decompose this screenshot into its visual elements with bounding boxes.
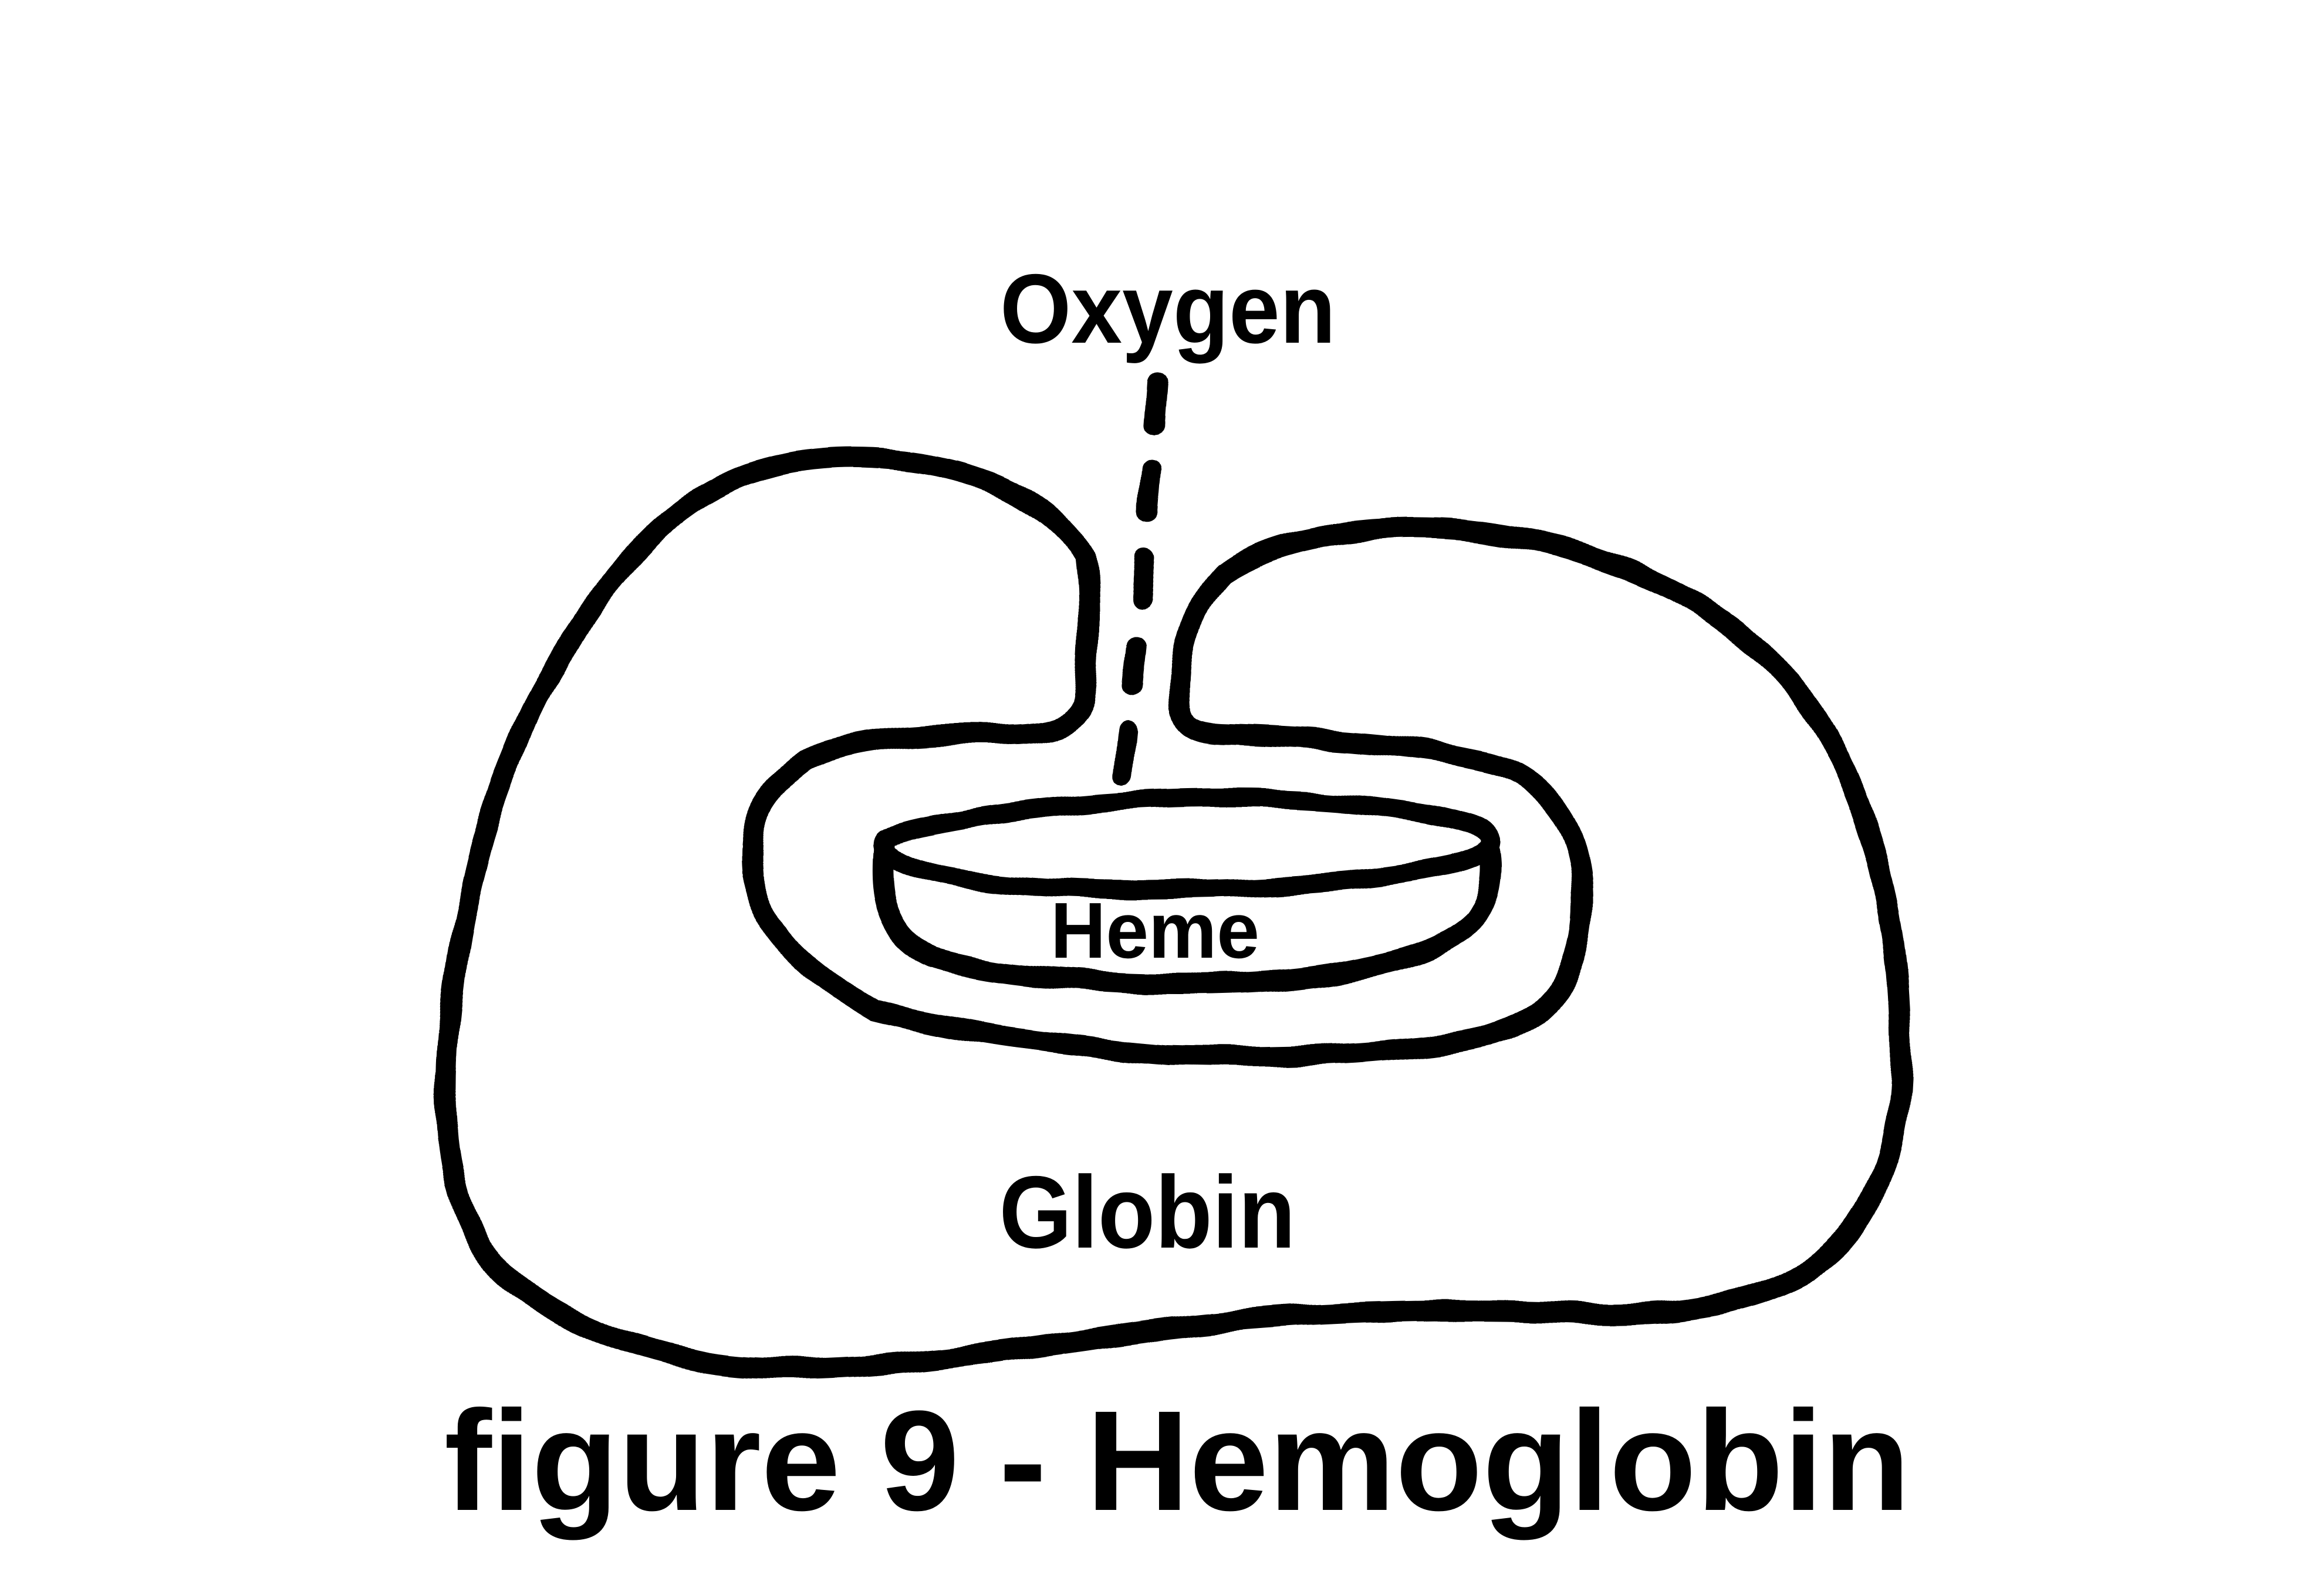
- globin-label: Globin: [999, 1155, 1296, 1270]
- heme-disc-side: [872, 834, 1503, 995]
- globin-outline: [435, 446, 1911, 1379]
- figure-caption: figure 9 - Hemoglobin: [444, 1381, 1910, 1540]
- oxygen-dashed-arrow-icon: [1112, 373, 1168, 801]
- diagram-labels-group: Oxygen Heme Globin figure 9 - Hemoglobin: [444, 254, 1910, 1540]
- heme-label: Heme: [1050, 886, 1259, 975]
- heme-disc-top-rim: [872, 788, 1502, 899]
- oxygen-label: Oxygen: [1000, 254, 1336, 364]
- diagram-shapes-group: [435, 373, 1911, 1379]
